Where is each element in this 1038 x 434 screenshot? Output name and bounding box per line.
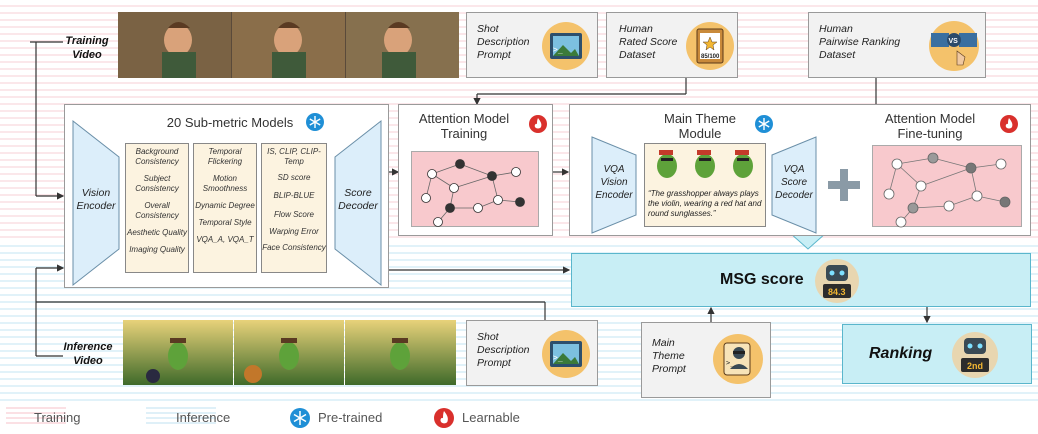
submetric-item: Overall Consistency <box>135 201 179 220</box>
submetric-item: Aesthetic Quality <box>126 228 188 237</box>
flame-icon <box>529 115 547 133</box>
submetric-item: Temporal Style <box>198 218 252 227</box>
score-badge-text: 84.3 <box>828 287 846 297</box>
attention-graph <box>411 151 539 227</box>
ranking-label: Ranking <box>869 345 933 362</box>
submetric-column-2: Temporal Flickering Motion Smoothness Dy… <box>193 143 257 273</box>
theme-image-card: “The grasshopper always plays the violin… <box>644 143 766 227</box>
submetric-item: Imaging Quality <box>129 245 185 254</box>
svg-text:>_: >_ <box>726 359 735 367</box>
snowflake-icon <box>290 408 310 428</box>
flame-icon <box>434 408 454 428</box>
vs-comparison-icon: VS <box>929 21 979 71</box>
training-video-frames <box>118 12 459 78</box>
submetric-item: SD score <box>277 173 311 182</box>
robot-rank-icon: 2nd <box>952 332 998 378</box>
submetric-column-1: Background Consistency Subject Consisten… <box>125 143 189 273</box>
vs-label: VS <box>949 38 959 45</box>
robot-score-icon: 84.3 <box>815 259 859 303</box>
score-label: 85/100 <box>701 54 720 60</box>
msg-score-label: MSG score <box>720 271 804 288</box>
grasshopper-images <box>657 150 753 178</box>
vqa-vision-encoder-shape <box>591 136 637 234</box>
submetric-item: Subject Consistency <box>135 174 179 193</box>
submetric-item: Warping Error <box>269 227 319 236</box>
finetune-graph <box>872 145 1022 228</box>
legend-training-swatch <box>6 404 66 426</box>
submetric-item: IS, CLIP, CLIP-Temp <box>267 147 321 166</box>
submetric-item: Dynamic Degree <box>195 201 255 210</box>
legend-inference-label: Inference <box>176 410 231 425</box>
scroll-user-icon: >_ <box>713 334 763 384</box>
submetric-item: BLIP-BLUE <box>273 191 315 200</box>
legend-pretrained-label: Pre-trained <box>318 410 383 425</box>
flame-icon <box>1000 115 1018 133</box>
inference-video-frames <box>123 320 456 385</box>
snowflake-icon <box>306 113 324 131</box>
score-decoder-shape <box>334 119 382 287</box>
legend-training-label: Training <box>34 410 81 425</box>
prompt-image-icon: >_ <box>542 330 590 378</box>
ranking-box: Ranking 2nd <box>842 324 1032 384</box>
legend-inference-swatch <box>146 404 216 426</box>
vision-encoder-shape <box>72 119 120 287</box>
theme-quote: “The grasshopper always plays the violin… <box>648 189 762 218</box>
submetric-item: VQA_A, VQA_T <box>196 235 254 244</box>
msg-score-box: MSG score 84.3 <box>571 253 1031 307</box>
snowflake-icon <box>755 115 773 133</box>
submetric-column-3: IS, CLIP, CLIP-Temp SD score BLIP-BLUE F… <box>261 143 327 273</box>
submetric-item: Motion Smoothness <box>202 174 248 193</box>
plus-icon <box>828 169 860 201</box>
score-clipboard-icon: 85/100 <box>686 22 734 70</box>
svg-text:>_: >_ <box>553 45 563 54</box>
prompt-image-icon: >_ <box>542 22 590 70</box>
submetric-item: Face Consistency <box>262 243 326 252</box>
svg-text:>_: >_ <box>553 353 563 362</box>
vqa-score-decoder-shape <box>771 136 817 234</box>
submetric-item: Flow Score <box>273 210 314 219</box>
sub-metric-title: 20 Sub-metric Models <box>166 115 294 130</box>
legend-learnable-label: Learnable <box>462 410 520 425</box>
rank-badge-text: 2nd <box>967 361 983 371</box>
submetric-item: Background Consistency <box>135 147 179 166</box>
submetric-item: Temporal Flickering <box>207 147 243 166</box>
